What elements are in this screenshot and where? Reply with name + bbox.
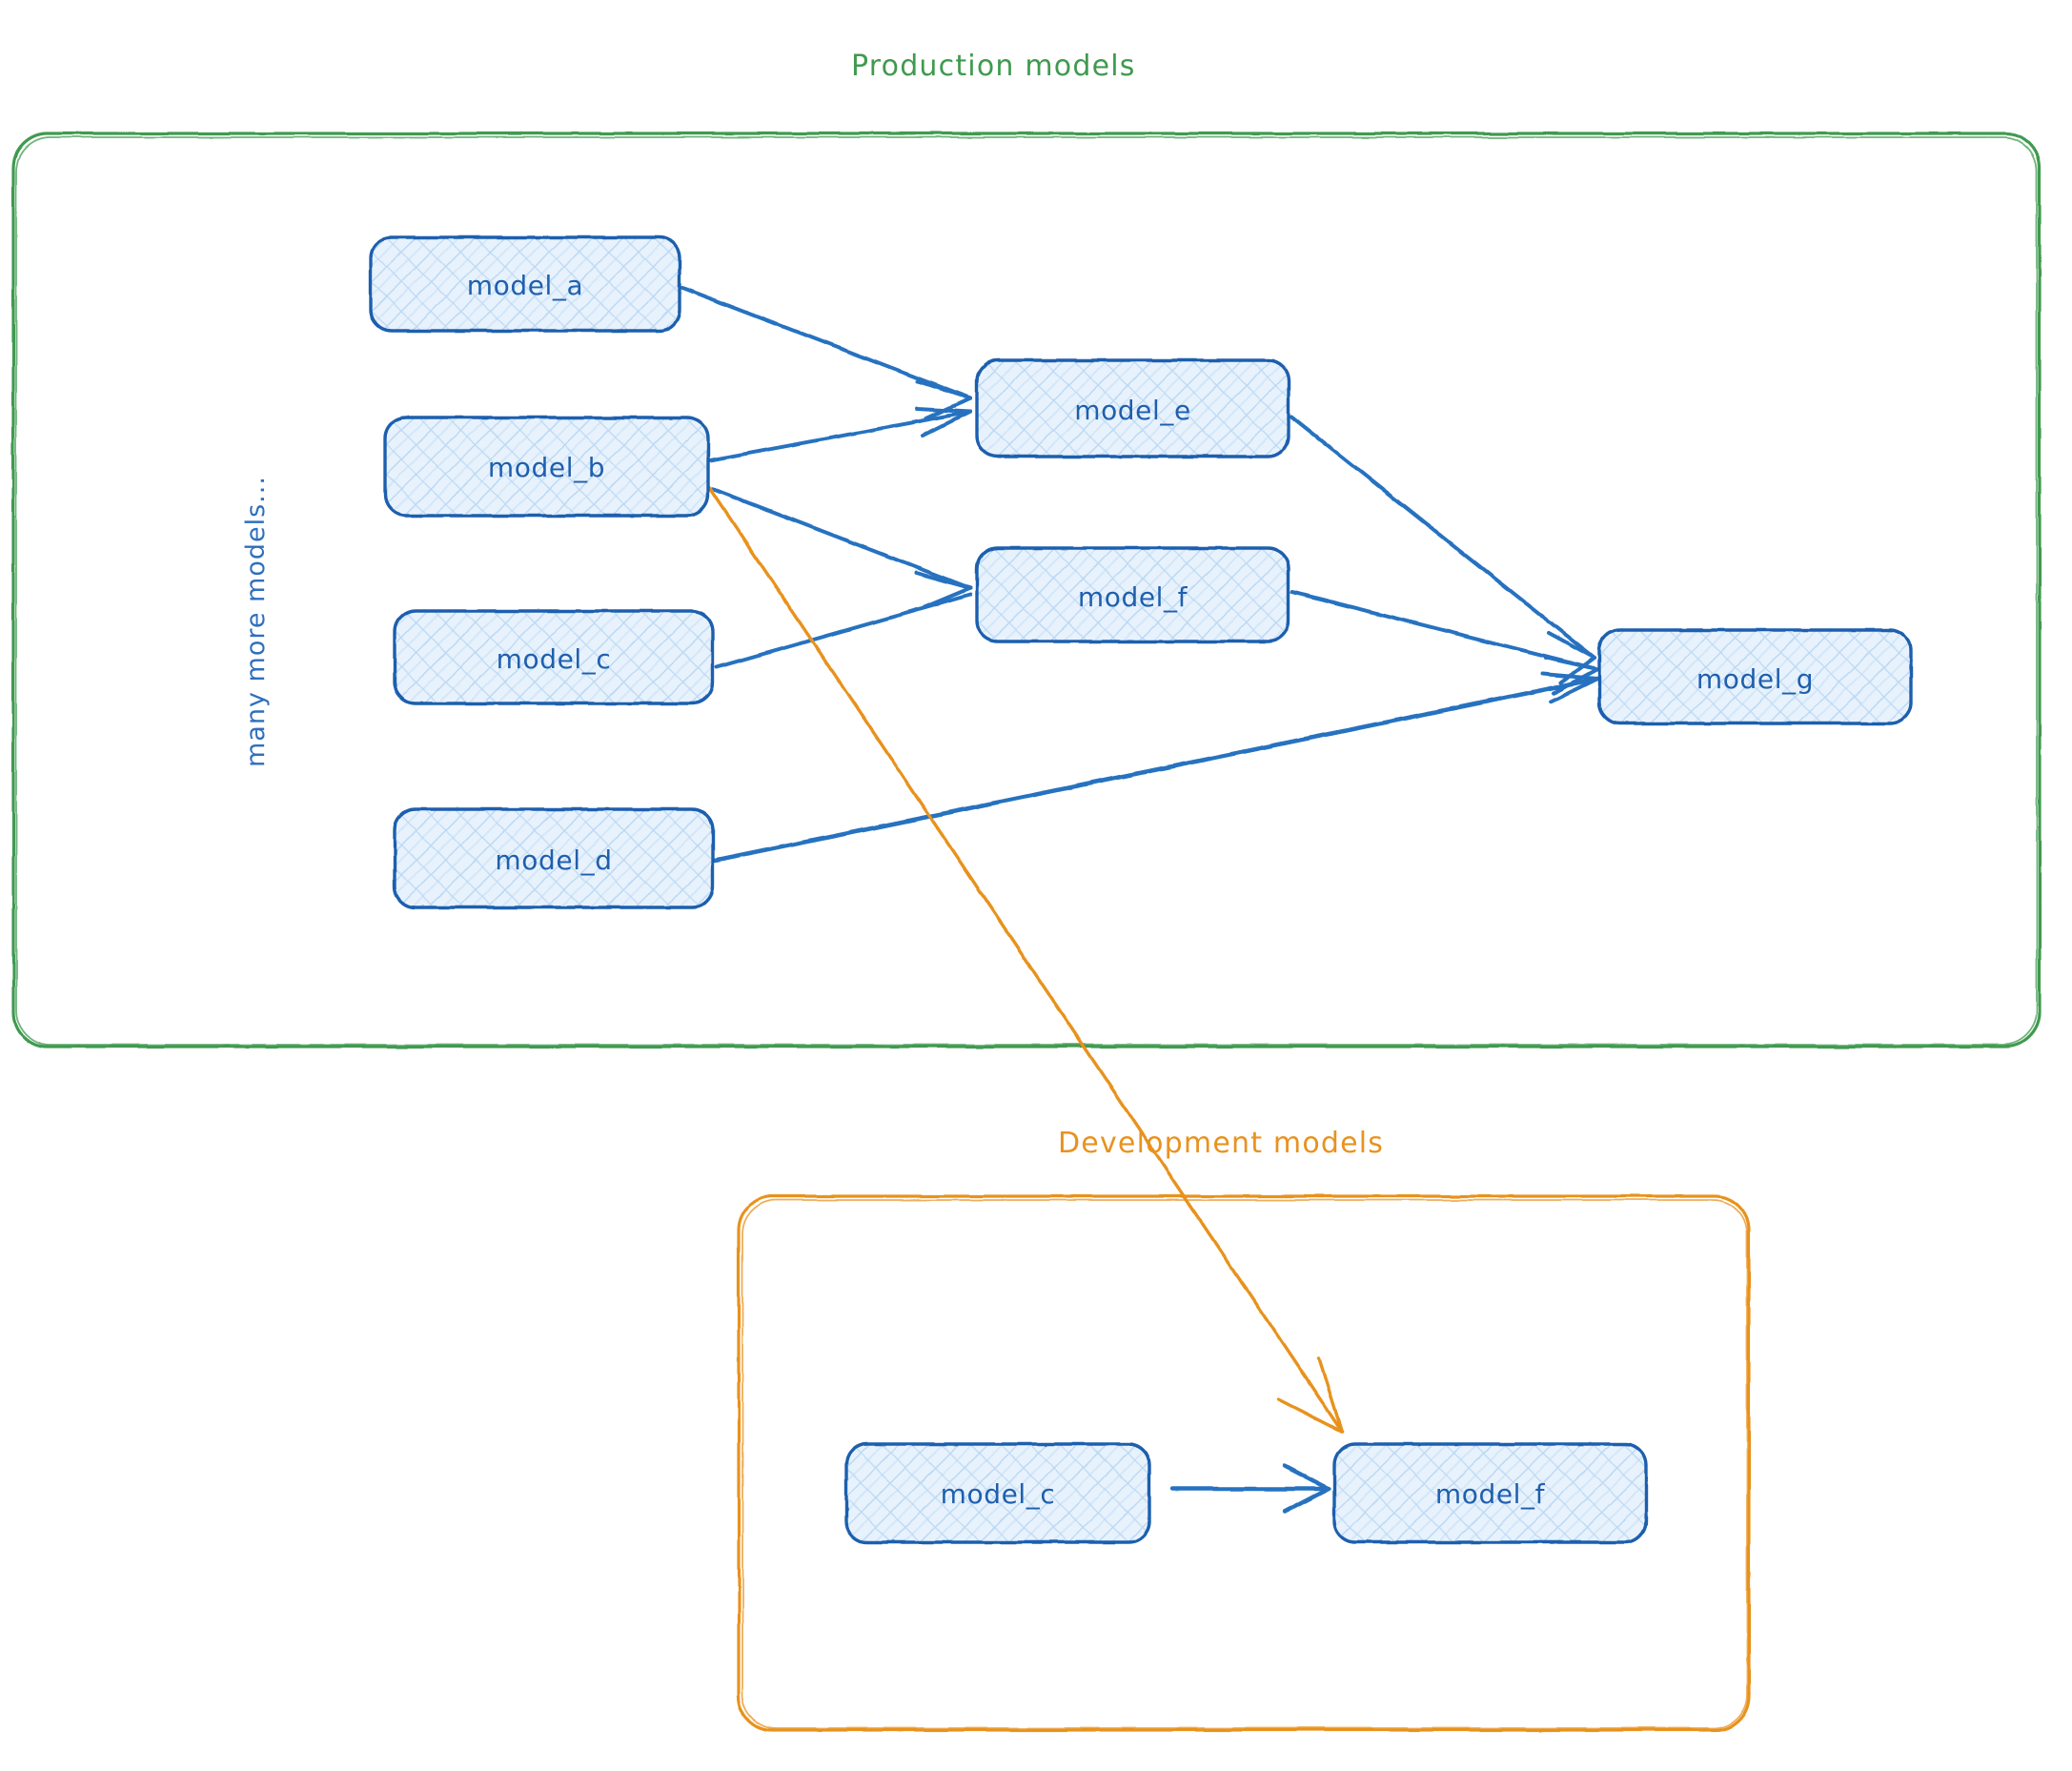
production-group-title: Production models: [851, 50, 1136, 83]
nodes-layer: [369, 235, 1913, 1544]
node-prod-model-g[interactable]: [1597, 628, 1913, 725]
development-group-title: Development models: [1058, 1127, 1385, 1160]
group-development-container: [737, 1194, 1751, 1732]
edge-model-d-to-model-g: [712, 672, 1600, 864]
node-prod-model-b[interactable]: [383, 416, 710, 518]
edge-model-f-to-model-g: [1290, 590, 1599, 695]
edge-model-c-to-model-f: [715, 593, 972, 669]
edge-dev-model-c-to-dev-model-f: [1169, 1463, 1331, 1515]
node-prod-model-d[interactable]: [393, 807, 715, 909]
edges-layer: [681, 286, 1600, 1515]
node-prod-model-a[interactable]: [369, 235, 681, 333]
edge-model-b-to-model-e: [708, 407, 972, 462]
many-more-models-note: many more models...: [241, 476, 271, 767]
node-dev-model-f[interactable]: [1332, 1442, 1648, 1544]
group-production-container: [11, 132, 2042, 1048]
edge-model-a-to-model-e: [681, 286, 972, 420]
node-prod-model-f[interactable]: [975, 546, 1290, 643]
edge-model-b-to-dev-model-f: [705, 482, 1344, 1434]
node-prod-model-e[interactable]: [975, 358, 1290, 458]
node-prod-model-c[interactable]: [393, 609, 715, 705]
node-dev-model-c[interactable]: [844, 1442, 1151, 1544]
edge-model-e-to-model-g: [1290, 415, 1596, 684]
